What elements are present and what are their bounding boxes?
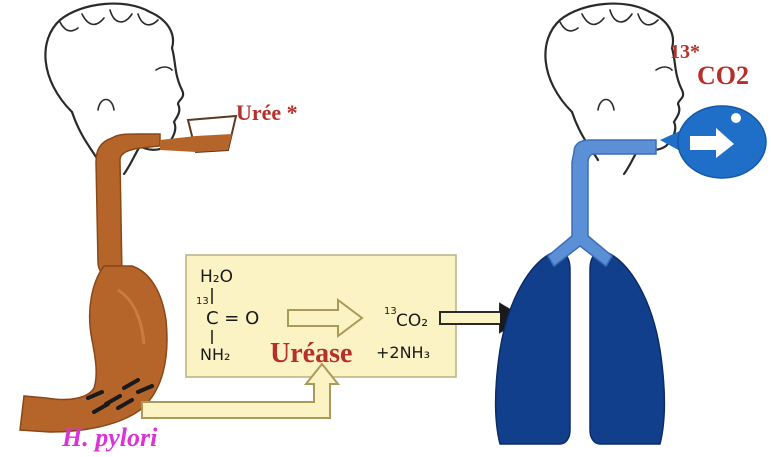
digestive-tract	[19, 133, 168, 433]
right-lung	[589, 250, 666, 445]
stomach	[19, 265, 168, 433]
pathogen-label: H. pylori	[61, 423, 158, 452]
carbon-isotope: 13	[196, 296, 209, 307]
uree-label: Urée *	[236, 100, 298, 125]
right-head	[544, 2, 685, 176]
carbon-formula: C = O	[206, 308, 259, 329]
left-lung	[494, 250, 571, 445]
co2-superscript: 13*	[670, 41, 700, 63]
lungs	[494, 250, 666, 445]
co2-label: CO2	[697, 61, 749, 90]
ureaase-label: Uréase	[270, 338, 352, 369]
flow-arrow-stomach-to-box	[141, 362, 341, 419]
product-formula: CO₂	[396, 311, 428, 331]
ammonia-formula: +2NH₃	[376, 343, 430, 362]
h-pylori-bacteria-icon	[86, 378, 154, 414]
product-isotope: 13	[384, 306, 397, 317]
esophagus-tube	[95, 133, 161, 277]
balloon-icon	[660, 105, 767, 179]
airway-tube	[547, 139, 657, 268]
water-formula: H₂O	[200, 267, 233, 287]
reaction-arrow-icon	[287, 298, 364, 338]
amine-formula: NH₂	[200, 345, 230, 364]
cup-icon	[160, 114, 238, 154]
